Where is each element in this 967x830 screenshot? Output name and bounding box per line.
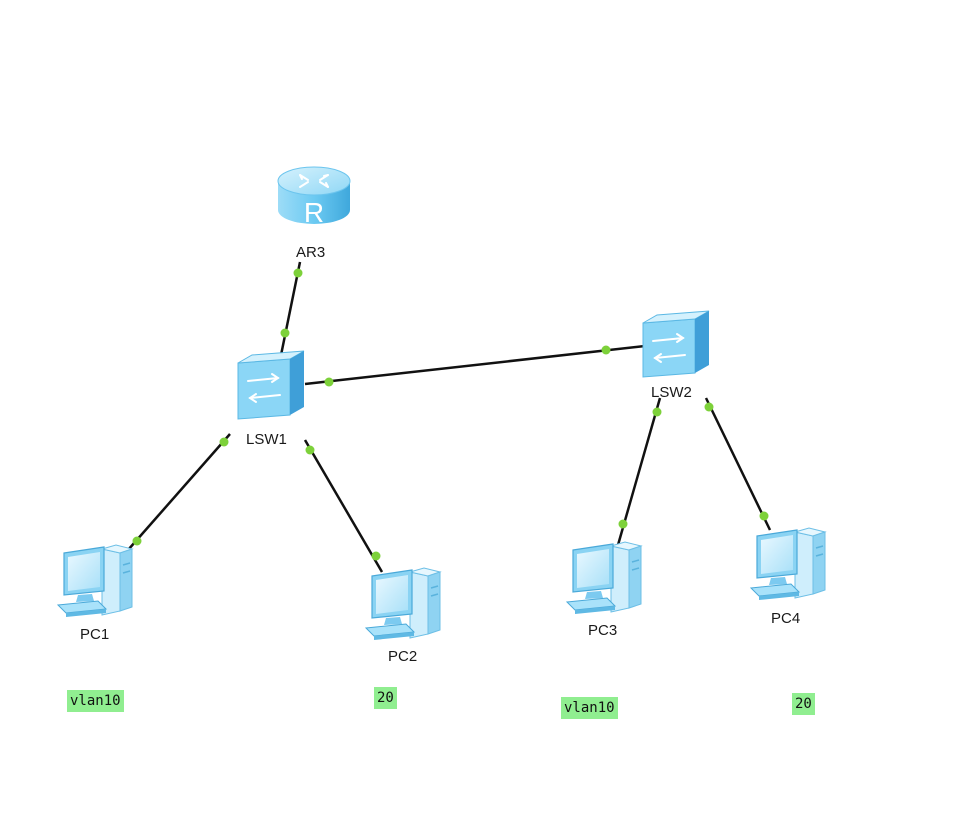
port-dot[interactable]	[759, 511, 769, 521]
port-dot[interactable]	[371, 551, 381, 561]
switch-icon[interactable]	[237, 350, 305, 420]
pc-icon[interactable]	[57, 544, 133, 618]
port-dot[interactable]	[618, 519, 628, 529]
link-lsw2-pc4[interactable]	[704, 397, 772, 531]
port-dot[interactable]	[704, 402, 714, 412]
port-dot[interactable]	[324, 377, 334, 387]
pc-icon[interactable]	[566, 541, 642, 615]
port-dot[interactable]	[305, 445, 315, 455]
link-lsw1-pc1[interactable]	[127, 433, 231, 551]
port-dot[interactable]	[652, 407, 662, 417]
switch2-label: LSW2	[651, 384, 692, 401]
vlan-tag-pc1: vlan10	[67, 690, 124, 712]
switch1-label: LSW1	[246, 431, 287, 448]
router-label: AR3	[296, 244, 326, 261]
links	[127, 261, 772, 573]
router-icon[interactable]: R	[277, 166, 351, 228]
vlan-tag-pc3: vlan10	[561, 697, 618, 719]
pc4-label: PC4	[771, 610, 801, 627]
link-ar3-lsw1[interactable]	[278, 261, 302, 361]
port-dot[interactable]	[293, 268, 303, 278]
pc2-label: PC2	[388, 648, 418, 665]
port-dots	[132, 268, 769, 561]
pc-icon[interactable]	[750, 527, 826, 601]
svg-text:R: R	[304, 197, 324, 228]
port-dot[interactable]	[280, 328, 290, 338]
port-dot[interactable]	[601, 345, 611, 355]
pc3-label: PC3	[588, 622, 618, 639]
link-lsw1-lsw2[interactable]	[304, 344, 646, 386]
port-dot[interactable]	[132, 536, 142, 546]
pc-icon[interactable]	[365, 567, 441, 641]
pc1-label: PC1	[80, 626, 110, 643]
vlan-tag-pc4: 20	[792, 693, 815, 715]
port-dot[interactable]	[219, 437, 229, 447]
vlan-tag-pc2: 20	[374, 687, 397, 709]
switch-icon[interactable]	[642, 310, 710, 378]
link-lsw1-pc2[interactable]	[303, 439, 384, 573]
